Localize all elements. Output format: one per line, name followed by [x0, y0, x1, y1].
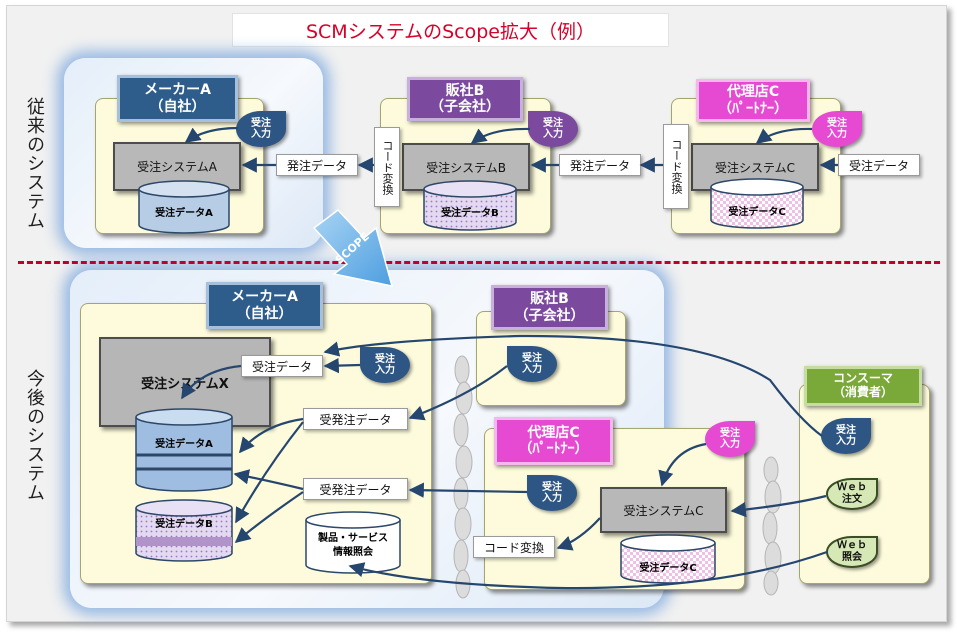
future-label-hachu-1: 受発注データ: [303, 408, 408, 430]
current-agent-code-conversion: コード変換: [663, 124, 689, 209]
current-sales-order-input: 受注入力: [528, 111, 578, 147]
current-maker-sub: （自社）: [149, 98, 206, 115]
current-agent-system: 受注システムC: [691, 143, 819, 191]
future-label-order-data: 受注データ: [241, 355, 323, 377]
future-consumer-name: コンスーマ: [833, 371, 893, 386]
current-maker-order-input: 受注入力: [236, 111, 286, 147]
future-label-hachu-2: 受発注データ: [303, 478, 408, 500]
future-consumer-order-input: 受注入力: [821, 418, 871, 454]
current-sales-name: 販社B: [445, 82, 485, 99]
current-label-juchu-c: 受注データ: [838, 154, 920, 176]
current-agent-header: 代理店C （ﾊﾟｰﾄﾅｰ）: [696, 79, 810, 122]
current-maker-name: メーカーA: [144, 82, 211, 99]
future-maker-order-input: 受注入力: [360, 347, 410, 383]
current-sales-system: 受注システムB: [402, 143, 530, 191]
future-maker-system: 受注システムX: [99, 337, 271, 427]
current-label-hachu-a: 発注データ: [276, 154, 358, 176]
future-maker-sub: （自社）: [236, 305, 293, 322]
future-sales-name: 販社B: [530, 291, 569, 308]
section-label-future: 今後のシステム: [24, 368, 45, 502]
current-label-hachu-b: 発注データ: [559, 154, 641, 176]
section-label-current: 従来のシステム: [24, 96, 45, 230]
section-divider: [18, 261, 940, 264]
future-sales-order-input: 受注入力: [507, 346, 557, 382]
future-agent-name: 代理店C: [527, 424, 580, 441]
current-sales-sub: （子会社）: [430, 99, 500, 115]
future-consumer-header: コンスーマ （消費者）: [804, 366, 922, 406]
future-maker-header: メーカーA （自社）: [206, 282, 323, 329]
future-agent-sub: （ﾊﾟｰﾄﾅｰ）: [518, 441, 589, 457]
current-maker-header: メーカーA （自社）: [117, 75, 238, 122]
current-sales-code-conversion: コード変換: [374, 127, 400, 207]
future-maker-name: メーカーA: [231, 289, 298, 306]
future-sales-sub: （子会社）: [514, 307, 585, 324]
future-agent-system: 受注システムC: [600, 487, 727, 533]
current-sales-header: 販社B （子会社）: [407, 77, 523, 121]
current-agent-name: 代理店C: [726, 84, 780, 101]
future-agent-header: 代理店C （ﾊﾟｰﾄﾅｰ）: [494, 417, 613, 465]
future-consumer-sub: （消費者）: [832, 385, 893, 399]
diagram-title: SCMシステムのScope拡大（例）: [232, 13, 669, 47]
current-agent-order-input: 受注入力: [812, 111, 862, 147]
future-agent-order-in: 受注入力: [705, 421, 755, 457]
future-sales-header: 販社B （子会社）: [491, 285, 608, 330]
future-code-conversion: コード変換: [473, 536, 555, 558]
current-maker-system: 受注システムA: [113, 142, 241, 191]
current-agent-sub: （ﾊﾟｰﾄﾅｰ）: [718, 100, 788, 117]
future-agent-order-input: 受注入力: [527, 475, 577, 511]
